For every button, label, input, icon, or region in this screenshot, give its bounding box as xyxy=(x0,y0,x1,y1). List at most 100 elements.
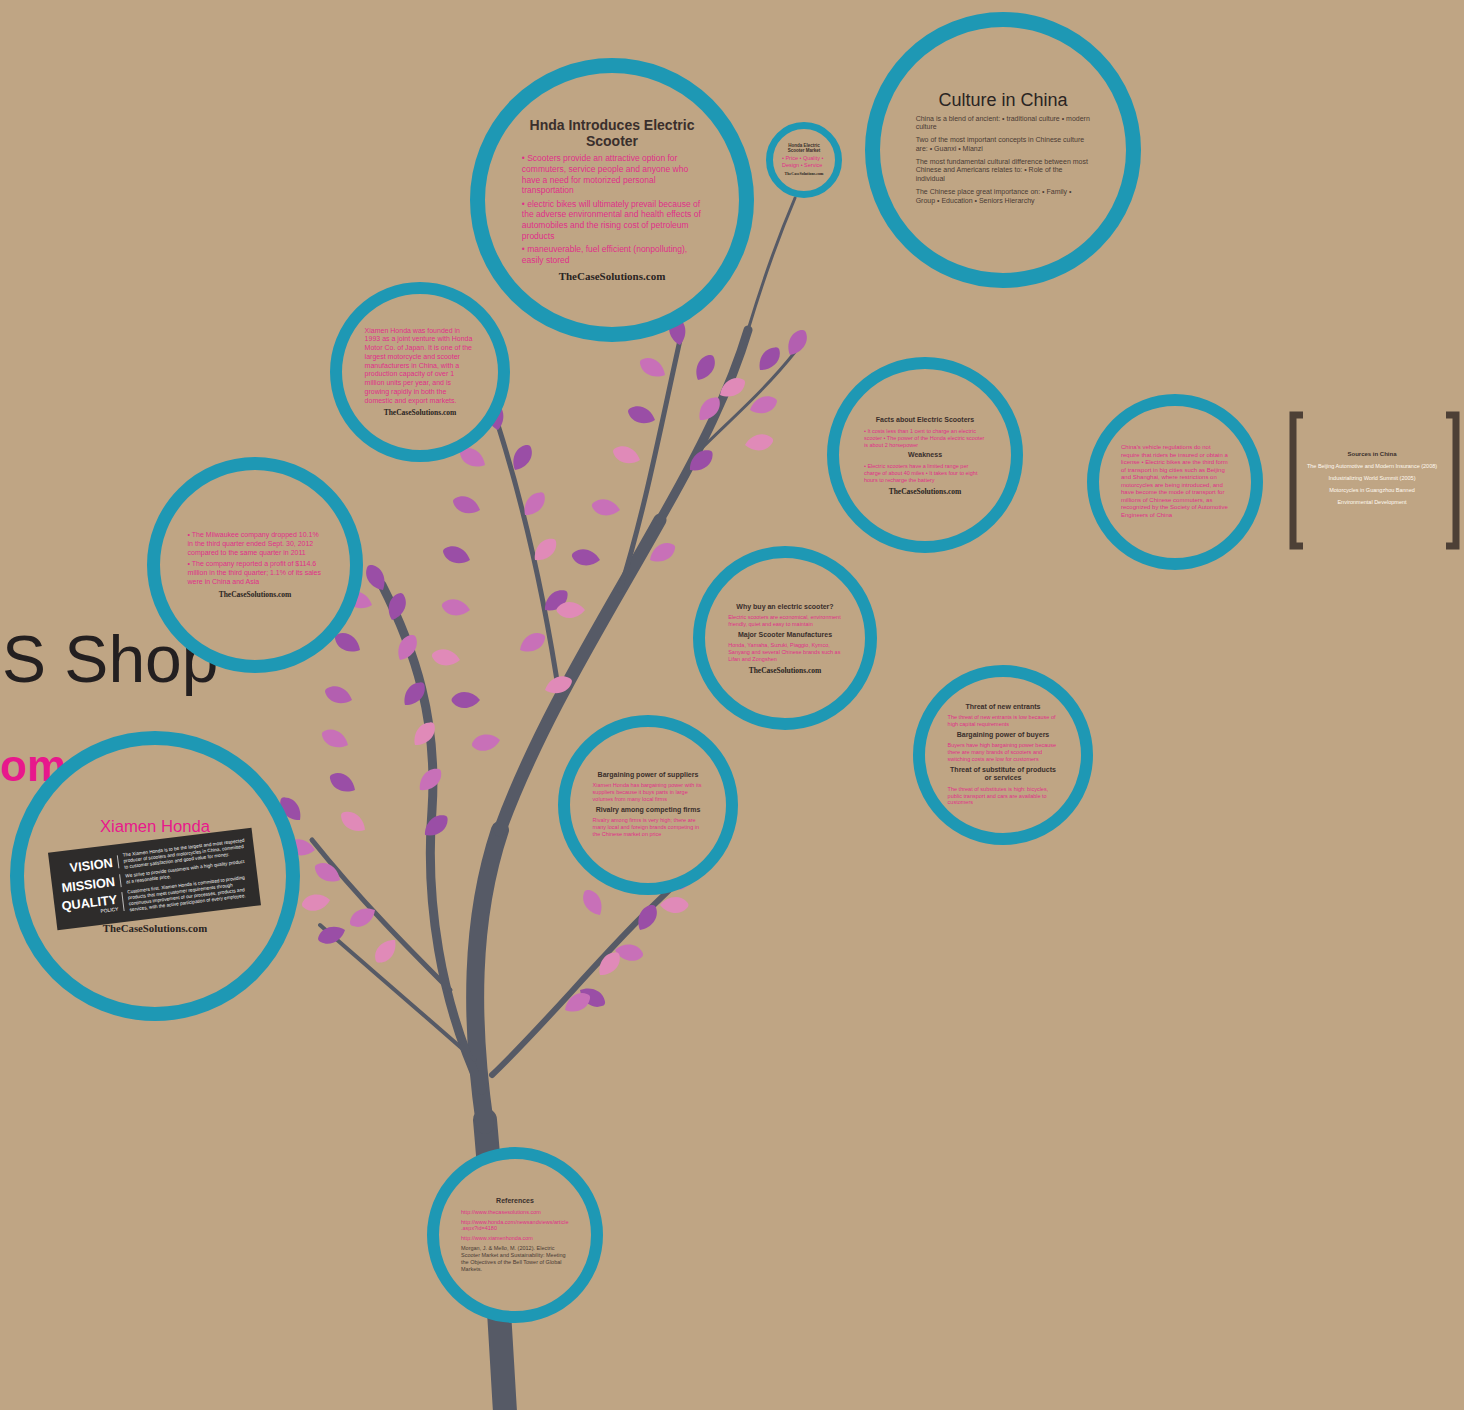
leaf xyxy=(322,683,354,708)
circle-ring xyxy=(833,363,1017,547)
tree-branch xyxy=(312,840,450,990)
node-text: • Price • Quality • Design • Service xyxy=(782,155,826,169)
node-text: Buyers have high bargaining power becaus… xyxy=(948,742,1059,763)
node-text: • Electric scooters have a limited range… xyxy=(864,463,986,484)
node-text: • maneuverable, fuel efficient (nonpollu… xyxy=(522,244,702,265)
circle-ring xyxy=(699,552,871,724)
node-text: Bargaining power of buyers xyxy=(948,731,1059,739)
circle-outline xyxy=(558,715,738,895)
text-stack: Threat of new entrantsThe threat of new … xyxy=(948,701,1059,810)
node-text: TheCaseSolutions.com xyxy=(864,487,986,496)
circle-ring xyxy=(17,738,293,1014)
leaf xyxy=(542,673,574,698)
box-label-col: VISION xyxy=(57,855,120,876)
tree-branch xyxy=(382,585,482,1090)
leaf xyxy=(625,403,657,428)
text-stack: Hnda Introduces Electric Scooter• Scoote… xyxy=(522,117,702,283)
xiamen-circle: Xiamen HondaVISIONThe Xiamen Honda is to… xyxy=(10,731,300,1021)
leaf xyxy=(571,547,602,568)
node-text: Facts about Electric Scooters xyxy=(864,416,986,424)
leaf xyxy=(311,859,344,887)
leaf xyxy=(420,811,452,842)
node-text: Threat of new entrants xyxy=(948,703,1059,711)
leaf xyxy=(440,543,472,568)
node-text: The threat of substitutes is high: bicyc… xyxy=(948,786,1059,807)
leaf xyxy=(452,692,481,708)
node-content: Facts about Electric Scooters • It costs … xyxy=(864,394,986,516)
node-text: TheCaseSolutions.com xyxy=(188,590,323,599)
node-text: MISSION xyxy=(59,874,116,894)
scooter-circle: Hnda Introduces Electric Scooter• Scoote… xyxy=(470,58,754,342)
frame-brackets xyxy=(1293,415,1456,546)
leaf xyxy=(594,948,625,980)
leaf xyxy=(716,374,749,402)
why-buy-circle: Why buy an electric scooter?Electric sco… xyxy=(693,546,877,730)
facts-circle: Facts about Electric Scooters • It costs … xyxy=(827,357,1023,553)
text-stack: Referenceshttp://www.thecasesolutions.co… xyxy=(461,1195,569,1274)
leaf xyxy=(685,446,717,477)
culture-circle: Culture in ChinaChina is a blend of anci… xyxy=(865,12,1141,288)
leaf xyxy=(371,935,402,967)
node-text: The Chinese place great importance on: •… xyxy=(916,188,1091,206)
text-stack: Xiamen Honda was founded in 1993 as a jo… xyxy=(365,327,476,418)
node-content: Sources in ChinaThe Beijing Automotive a… xyxy=(1304,420,1440,542)
circle-ring xyxy=(1093,400,1257,564)
threats-circle: Threat of new entrantsThe threat of new … xyxy=(913,665,1093,845)
box-label-col: QUALITYPOLICY xyxy=(61,892,125,918)
circle-outline xyxy=(865,12,1141,288)
box-label-col: MISSION xyxy=(59,874,122,895)
suppliers-circle: Bargaining power of suppliersXiamen Hond… xyxy=(558,715,738,895)
leaf xyxy=(431,647,462,668)
leaf xyxy=(516,629,549,657)
leaf xyxy=(754,343,785,375)
leaf xyxy=(346,903,379,931)
node-text: Honda, Yamaha, Suzuki, Piaggio, Kymco, S… xyxy=(728,642,842,663)
leaf xyxy=(557,602,586,618)
node-content: Threat of new entrantsThe threat of new … xyxy=(948,700,1059,811)
tree-branch xyxy=(320,925,475,1060)
node-content: Bargaining power of suppliersXiamen Hond… xyxy=(593,750,704,861)
leaf xyxy=(409,718,440,750)
circle-ring xyxy=(336,288,504,456)
node-text: • It costs less than 1 cent to charge an… xyxy=(864,428,986,449)
vision-box: VISIONThe Xiamen Honda is to be the larg… xyxy=(48,828,261,931)
leaf xyxy=(610,443,642,468)
leaf xyxy=(441,597,472,618)
node-text: Bargaining power of suppliers xyxy=(593,771,704,779)
text-stack: Honda Electric Scooter Market• Price • Q… xyxy=(782,143,826,177)
node-text: TheCaseSolutions.com xyxy=(49,922,261,935)
right-bracket xyxy=(1446,415,1456,546)
node-text: http://www.xiamenhonda.com xyxy=(461,1235,569,1242)
node-text: http://www.honda.com/newsandviews/articl… xyxy=(461,1219,569,1233)
leaf xyxy=(508,441,536,474)
node-text: Why buy an electric scooter? xyxy=(728,603,842,611)
node-text: • The company reported a profit of $114.… xyxy=(188,560,323,586)
node-text: TheCaseSolutions.com xyxy=(782,172,826,177)
leaf xyxy=(399,678,430,710)
leaf xyxy=(319,726,352,753)
text-stack: Culture in ChinaChina is a blend of anci… xyxy=(916,91,1091,210)
node-content: China's vehicle regulations do not requi… xyxy=(1121,428,1229,536)
node-text: Environmental Development xyxy=(1304,499,1440,506)
text-stack: Facts about Electric Scooters • It costs … xyxy=(864,414,986,495)
circle-ring xyxy=(919,671,1087,839)
text-stack: • The Milwaukee company dropped 10.1% in… xyxy=(188,531,323,599)
node-text: Morgan, J. & Mello, M. (2012). Electric … xyxy=(461,1245,569,1273)
node-content: Hnda Introduces Electric Scooter• Scoote… xyxy=(522,110,702,290)
leaf xyxy=(393,631,421,664)
node-text: TheCaseSolutions.com xyxy=(365,408,476,417)
circle-ring xyxy=(564,721,732,889)
leaf xyxy=(326,769,359,797)
leaf xyxy=(660,897,689,913)
node-text: • The Milwaukee company dropped 10.1% in… xyxy=(188,531,323,557)
circle-ring xyxy=(770,126,839,195)
leaf xyxy=(529,534,560,565)
node-text: Hnda Introduces Electric Scooter xyxy=(522,117,702,149)
tree-branch xyxy=(660,330,748,520)
node-text: TheCaseSolutions.com xyxy=(522,270,702,283)
node-text: Culture in China xyxy=(916,91,1091,111)
node-text: Weakness xyxy=(864,451,986,459)
tree-branch xyxy=(498,425,560,700)
text-stack: Sources in ChinaThe Beijing Automotive a… xyxy=(1304,451,1440,511)
circle-ring xyxy=(478,66,747,335)
